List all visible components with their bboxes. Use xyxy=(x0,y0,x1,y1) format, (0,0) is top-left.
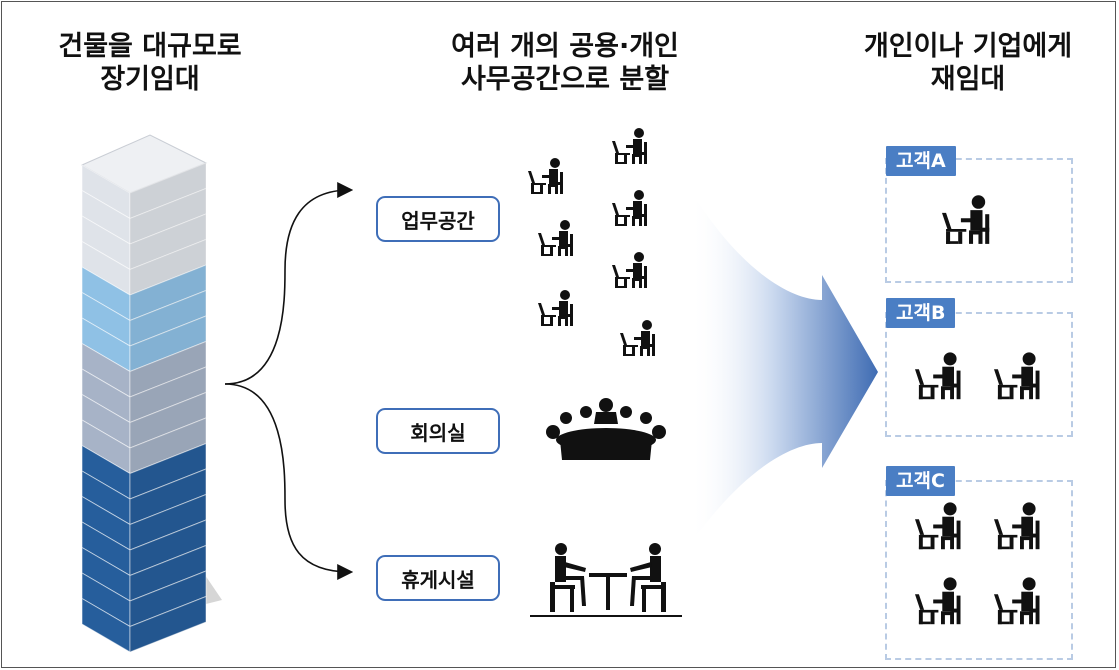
split-connector-lines xyxy=(224,182,354,580)
building-floor-shade xyxy=(130,341,206,397)
building-floor-shade xyxy=(130,443,206,499)
office-workers-icon xyxy=(528,128,655,356)
lounge-people-icon xyxy=(550,543,666,612)
heading-line: 건물을 대규모로 xyxy=(58,31,242,62)
heading-line: 개인이나 기업에게 xyxy=(863,31,1073,62)
building-floor-shade xyxy=(130,469,206,525)
building-floor-right xyxy=(129,595,207,653)
heading-long-term-lease: 건물을 대규모로 장기임대 xyxy=(30,30,270,96)
client-c-box xyxy=(885,480,1073,660)
heading-line: 여러 개의 공용·개인 xyxy=(451,31,679,62)
building-floor-shade xyxy=(130,520,206,576)
building-floor-shade xyxy=(130,367,206,423)
building-floor-shade xyxy=(130,418,206,474)
office-space-button[interactable]: 업무공간 xyxy=(376,196,500,242)
lounge-facility-button[interactable]: 휴게시설 xyxy=(376,555,500,601)
heading-line: 재임대 xyxy=(930,64,1006,95)
heading-line: 장기임대 xyxy=(100,64,200,95)
building-floor-shade xyxy=(130,239,206,295)
building-floor-shade xyxy=(130,494,206,550)
building-floor-shade xyxy=(130,316,206,372)
heading-line: 사무공간으로 분할 xyxy=(460,64,670,95)
client-a-label: 고객A xyxy=(886,146,956,176)
client-a-box xyxy=(885,158,1073,283)
building-floor-shade xyxy=(130,545,206,601)
building-floor-shade xyxy=(130,214,206,270)
building-floor-shade xyxy=(130,265,206,321)
meeting-room-button[interactable]: 회의실 xyxy=(376,408,500,454)
building-floor-shade xyxy=(130,163,206,219)
building-floor-shade xyxy=(130,571,206,627)
client-b-box xyxy=(885,312,1073,437)
meeting-table-icon xyxy=(546,398,666,460)
heading-sublease: 개인이나 기업에게 재임대 xyxy=(838,30,1098,96)
heading-divide-spaces: 여러 개의 공용·개인 사무공간으로 분할 xyxy=(415,30,715,96)
building-floor-shade xyxy=(130,596,206,652)
big-arrow-icon xyxy=(690,190,878,545)
building-tower-icon xyxy=(80,134,222,653)
client-c-label: 고객C xyxy=(886,466,955,496)
building-floor-shade xyxy=(130,290,206,346)
building-floor-shade xyxy=(130,188,206,244)
client-b-label: 고객B xyxy=(886,298,956,328)
building-floor-shade xyxy=(130,392,206,448)
